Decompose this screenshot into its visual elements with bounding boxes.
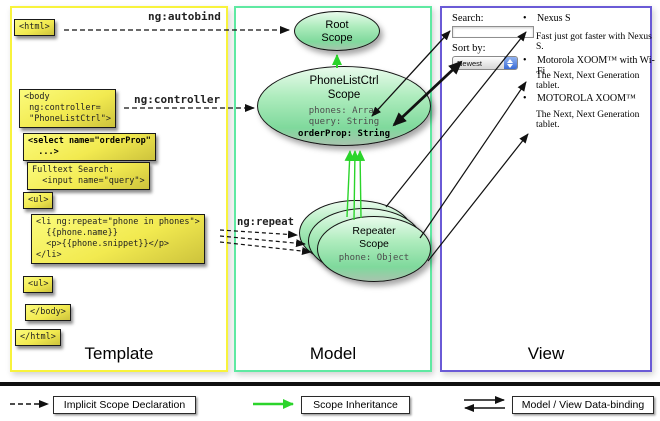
search-label: Search: [452,13,484,24]
view-column-label: View [527,344,565,363]
phone-item-name: Nexus S [537,13,571,24]
bullet-icon: • [523,93,527,104]
root-scope-title: Root Scope [321,19,353,45]
label-ng-autobind: ng:autobind [148,10,221,23]
phone-item-desc: Fast just got faster with Nexus S. [536,32,652,52]
code-box-li-repeat: <li ng:repeat="phone in phones"> {{phone… [31,214,205,265]
prop-orderprop: orderProp: String [297,129,391,140]
code-box-html-open: <html> [14,19,55,37]
search-input[interactable] [452,26,534,38]
prop-phones: phones: Array [308,105,380,116]
phone-item-desc: The Next, Next Generation tablet. [536,71,640,91]
sort-select[interactable]: Newest [452,56,518,70]
sort-by-label: Sort by: [452,43,486,54]
legend-scope-inheritance: Scope Inheritance [301,396,410,414]
sort-select-value: Newest [457,59,483,68]
code-box-body-open: <body ng:controller= "PhoneListCtrl"> [19,89,116,129]
phone-item-name: Motorola XOOM™ with Wi-Fi [537,55,655,77]
code-box-html-close: </html> [15,329,61,347]
legend-model-view-binding: Model / View Data-binding [512,396,654,414]
prop-query: query: String [308,117,380,128]
label-ng-controller: ng:controller [134,93,221,106]
prop-phone: phone: Object [338,253,410,264]
code-box-ul-close: <ul> [23,276,54,294]
legend-implicit-scope: Implicit Scope Declaration [53,396,196,414]
arrow-down-icon [507,64,513,68]
phone-item-desc: The Next, Next Generation tablet. [536,110,640,130]
model-column [234,6,432,372]
phonelistctrl-scope-title: PhoneListCtrl Scope [309,75,379,101]
code-box-ul-open: <ul> [23,192,54,210]
label-ng-repeat: ng:repeat [237,216,294,228]
code-box-select: <select name="orderProp" ...> [23,133,156,162]
code-box-fulltext: Fulltext Search: <input name="query"> [27,162,150,191]
phonelistctrl-scope-ellipse: PhoneListCtrl Scope phones: Array query:… [257,66,431,146]
legend-separator [0,382,660,386]
repeater-scope-title: Repeater Scope [352,225,396,250]
model-column-label: Model [309,344,357,363]
phone-item-name: MOTOROLA XOOM™ [537,93,636,104]
code-box-body-close: </body> [25,304,71,322]
template-column-label: Template [84,344,154,363]
bullet-icon: • [523,55,527,66]
bullet-icon: • [523,13,527,24]
repeater-scope-ellipse: Repeater Scope phone: Object [317,216,431,282]
root-scope-ellipse: Root Scope [294,11,380,51]
arrow-up-icon [507,59,513,63]
stepper-icon [504,57,517,69]
